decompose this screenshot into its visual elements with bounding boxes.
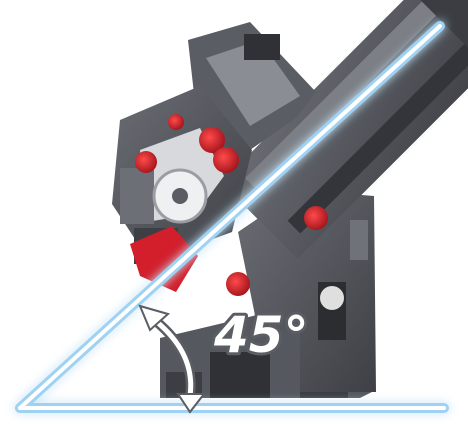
- machine-support-frame: [238, 190, 376, 392]
- chuck-disc: [152, 168, 208, 224]
- red-housing: [130, 226, 198, 292]
- red-disc-1: [199, 127, 225, 153]
- angle-guide: [15, 21, 449, 413]
- angle-label: 45°: [213, 306, 309, 364]
- red-disc-2: [213, 147, 239, 173]
- red-disc-5: [226, 272, 250, 296]
- red-disc-3: [135, 151, 157, 173]
- machine-tilted-column: [221, 0, 468, 259]
- red-disc-4: [304, 206, 328, 230]
- red-spindle-components: [130, 114, 328, 296]
- red-disc-6: [168, 114, 184, 130]
- angle-arrow-icon: [138, 304, 207, 414]
